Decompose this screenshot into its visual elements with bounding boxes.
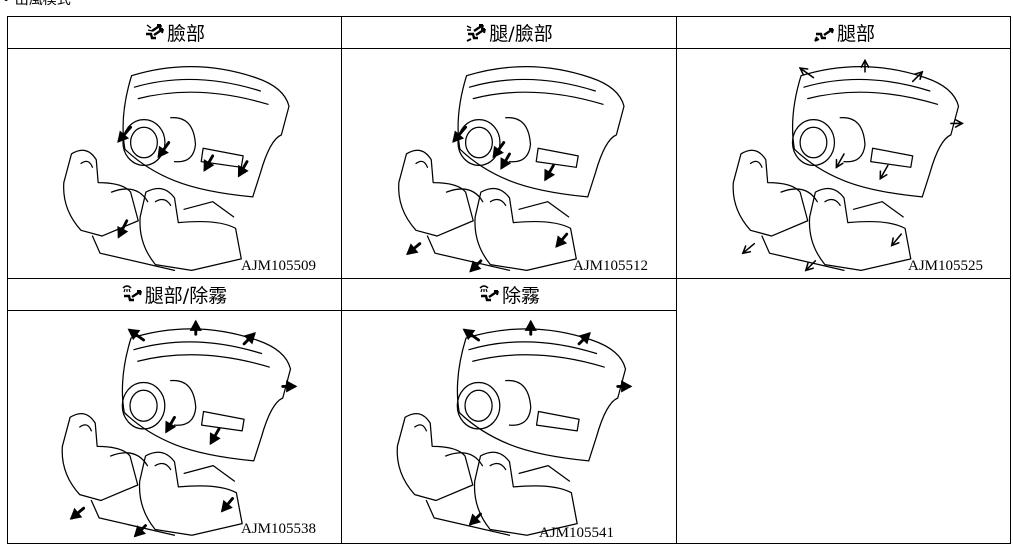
diagram-defrost-mode: [343, 311, 676, 543]
figure-code: AJM105541: [539, 525, 615, 541]
diagram-foot-mode: [678, 49, 1010, 278]
defrost-vent-icon: [479, 285, 499, 302]
face-vent-icon: [145, 24, 164, 40]
vehicle-cabin-illustration: [61, 319, 298, 538]
figure-code: AJM105512: [573, 258, 649, 274]
mode-title-foot: 腿部: [677, 16, 1011, 48]
mode-title-bilevel: 腿/臉部: [342, 16, 676, 48]
diagram-bilevel-mode: [343, 49, 676, 278]
mode-label: 腿/臉部: [489, 22, 553, 45]
section-heading: • 出風模式: [2, 0, 71, 8]
mode-label: 腿部/除霧: [144, 284, 228, 307]
vehicle-cabin-illustration: [63, 66, 290, 271]
mode-label: 除霧: [501, 284, 540, 307]
figure-code: AJM105509: [241, 258, 317, 274]
foot-defrost-vent-icon: [122, 285, 142, 302]
diagram-foot-defrost-mode: [8, 311, 341, 543]
airflow-mode-table: 臉部 AJM105509: [7, 16, 1011, 544]
vehicle-cabin-illustration: [732, 58, 964, 272]
mode-label: 臉部: [166, 22, 205, 45]
foot-vent-icon: [814, 28, 834, 42]
figure-code: AJM105525: [908, 258, 984, 274]
bi-level-vent-icon: [466, 24, 487, 42]
vehicle-cabin-illustration: [398, 66, 625, 273]
mode-title-foot-defrost: 腿部/除霧: [7, 278, 341, 310]
diagram-face-mode: [8, 49, 341, 278]
vehicle-cabin-illustration: [396, 319, 633, 536]
mode-title-face: 臉部: [7, 16, 341, 48]
mode-label: 腿部: [836, 22, 875, 45]
mode-title-defrost: 除霧: [342, 278, 676, 310]
figure-code: AJM105538: [241, 521, 317, 537]
